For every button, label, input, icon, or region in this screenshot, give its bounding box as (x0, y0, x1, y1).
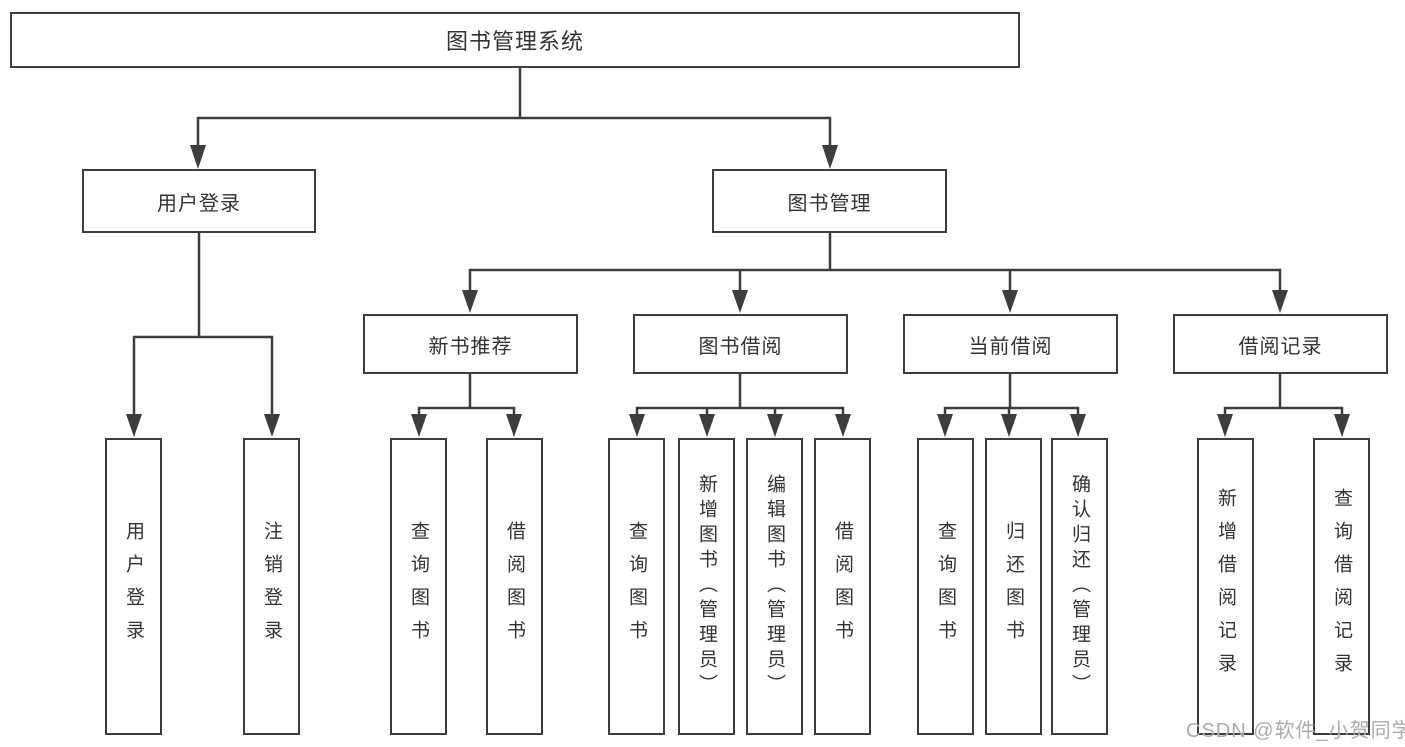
node-new-book-recommend: 新书推荐 (363, 314, 578, 374)
node-user-login: 用户登录 (82, 169, 316, 233)
leaf-logout: 注销登录 (243, 438, 300, 735)
leaf-edit-books-admin-label: 编辑图书（管理员） (764, 474, 785, 699)
leaf-add-books-admin: 新增图书（管理员） (678, 438, 735, 735)
node-book-borrow: 图书借阅 (633, 314, 848, 374)
node-borrow-record: 借阅记录 (1173, 314, 1388, 374)
leaf-add-borrow-record: 新增借阅记录 (1197, 438, 1254, 735)
leaf-borrow-books-recommend-label: 借阅图书 (504, 520, 525, 653)
leaf-borrow-books-label: 借阅图书 (832, 520, 853, 653)
node-book-borrow-label: 图书借阅 (698, 335, 783, 358)
leaf-user-login-label: 用户登录 (123, 520, 144, 653)
node-borrow-record-label: 借阅记录 (1238, 335, 1323, 358)
leaf-query-books-borrow-label: 查询图书 (626, 520, 647, 653)
node-book-management: 图书管理 (712, 169, 947, 233)
node-current-borrow-label: 当前借阅 (968, 335, 1053, 358)
node-root-system: 图书管理系统 (10, 12, 1020, 68)
leaf-logout-label: 注销登录 (261, 520, 282, 653)
node-root-label: 图书管理系统 (445, 29, 584, 54)
leaf-edit-books-admin: 编辑图书（管理员） (746, 438, 803, 735)
leaf-confirm-return-admin-label: 确认归还（管理员） (1069, 474, 1090, 699)
leaf-confirm-return-admin: 确认归还（管理员） (1051, 438, 1108, 735)
node-current-borrow: 当前借阅 (903, 314, 1118, 374)
leaf-query-books-borrow: 查询图书 (608, 438, 665, 735)
leaf-query-books-current-label: 查询图书 (935, 520, 956, 653)
leaf-return-books: 归还图书 (985, 438, 1042, 735)
leaf-add-borrow-record-label: 新增借阅记录 (1215, 487, 1236, 686)
node-new-book-recommend-label: 新书推荐 (428, 335, 513, 358)
leaf-query-borrow-record: 查询借阅记录 (1313, 438, 1370, 735)
leaf-borrow-books-recommend: 借阅图书 (486, 438, 543, 735)
leaf-query-books-recommend-label: 查询图书 (408, 520, 429, 653)
leaf-user-login: 用户登录 (105, 438, 162, 735)
leaf-add-books-admin-label: 新增图书（管理员） (696, 474, 717, 699)
leaf-borrow-books: 借阅图书 (814, 438, 871, 735)
node-user-login-label: 用户登录 (157, 192, 241, 215)
watermark-text: CSDN @软件_小贺同学 (1186, 720, 1405, 742)
node-book-management-label: 图书管理 (787, 192, 872, 215)
leaf-query-books-recommend: 查询图书 (390, 438, 447, 735)
leaf-return-books-label: 归还图书 (1003, 520, 1024, 653)
leaf-query-borrow-record-label: 查询借阅记录 (1331, 487, 1352, 686)
leaf-query-books-current: 查询图书 (917, 438, 974, 735)
